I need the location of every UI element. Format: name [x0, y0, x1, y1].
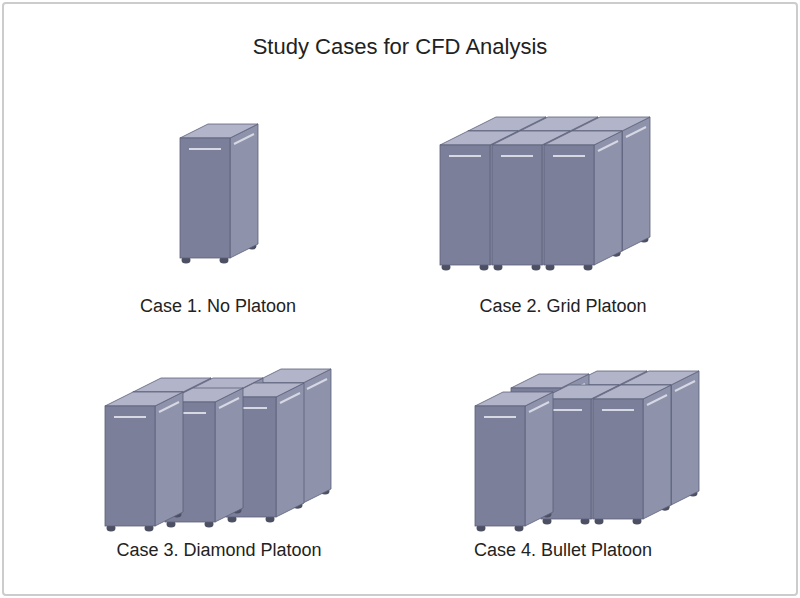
cabinet-single: [180, 124, 258, 264]
cabinet-bullet: [475, 371, 699, 532]
frame: [3, 3, 797, 595]
cabinet-grid: [440, 117, 650, 271]
case-caption: Case 2. Grid Platoon: [479, 296, 646, 317]
case-caption: Case 1. No Platoon: [140, 296, 296, 317]
cabinet-diamond: [105, 369, 331, 532]
diagram-title: Study Cases for CFD Analysis: [253, 34, 548, 60]
case-caption: Case 3. Diamond Platoon: [116, 540, 321, 561]
case-caption: Case 4. Bullet Platoon: [474, 540, 652, 561]
